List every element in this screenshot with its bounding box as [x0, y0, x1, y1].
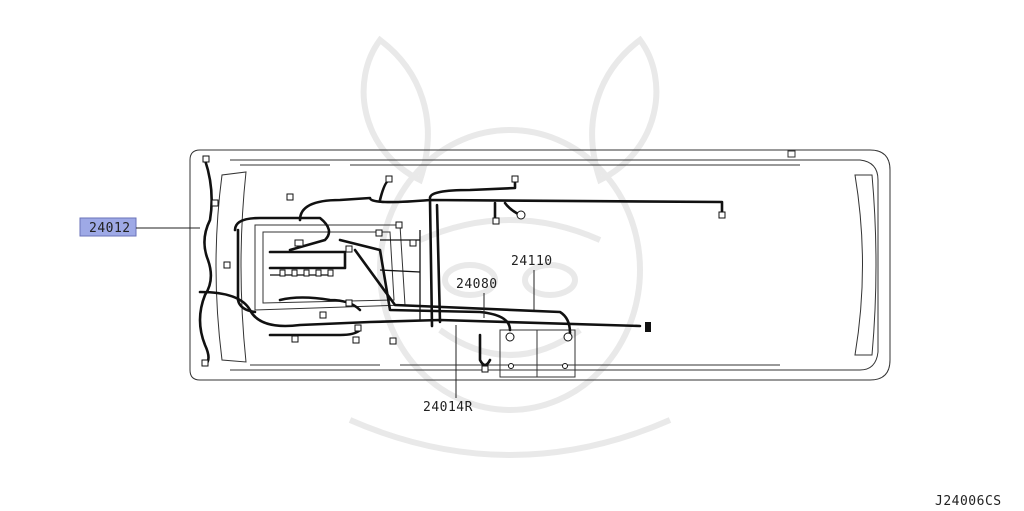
vehicle-outline [189, 149, 891, 381]
watermark-emblem [348, 35, 672, 458]
callout-24110[interactable]: 24110 [511, 254, 553, 310]
part-label-24012: 24012 [89, 221, 131, 236]
wiring-harness [198, 158, 724, 367]
callout-24080[interactable]: 24080 [456, 277, 498, 318]
part-label-24080: 24080 [456, 277, 498, 292]
callout-24012[interactable]: 24012 [79, 217, 200, 237]
highlight-box [79, 217, 137, 237]
callout-24014r[interactable]: 24014R [423, 325, 473, 415]
part-label-24014r: 24014R [423, 400, 473, 415]
part-label-24110: 24110 [511, 254, 553, 269]
connectors [201, 155, 726, 373]
diagram-code: J24006CS [935, 494, 1002, 509]
